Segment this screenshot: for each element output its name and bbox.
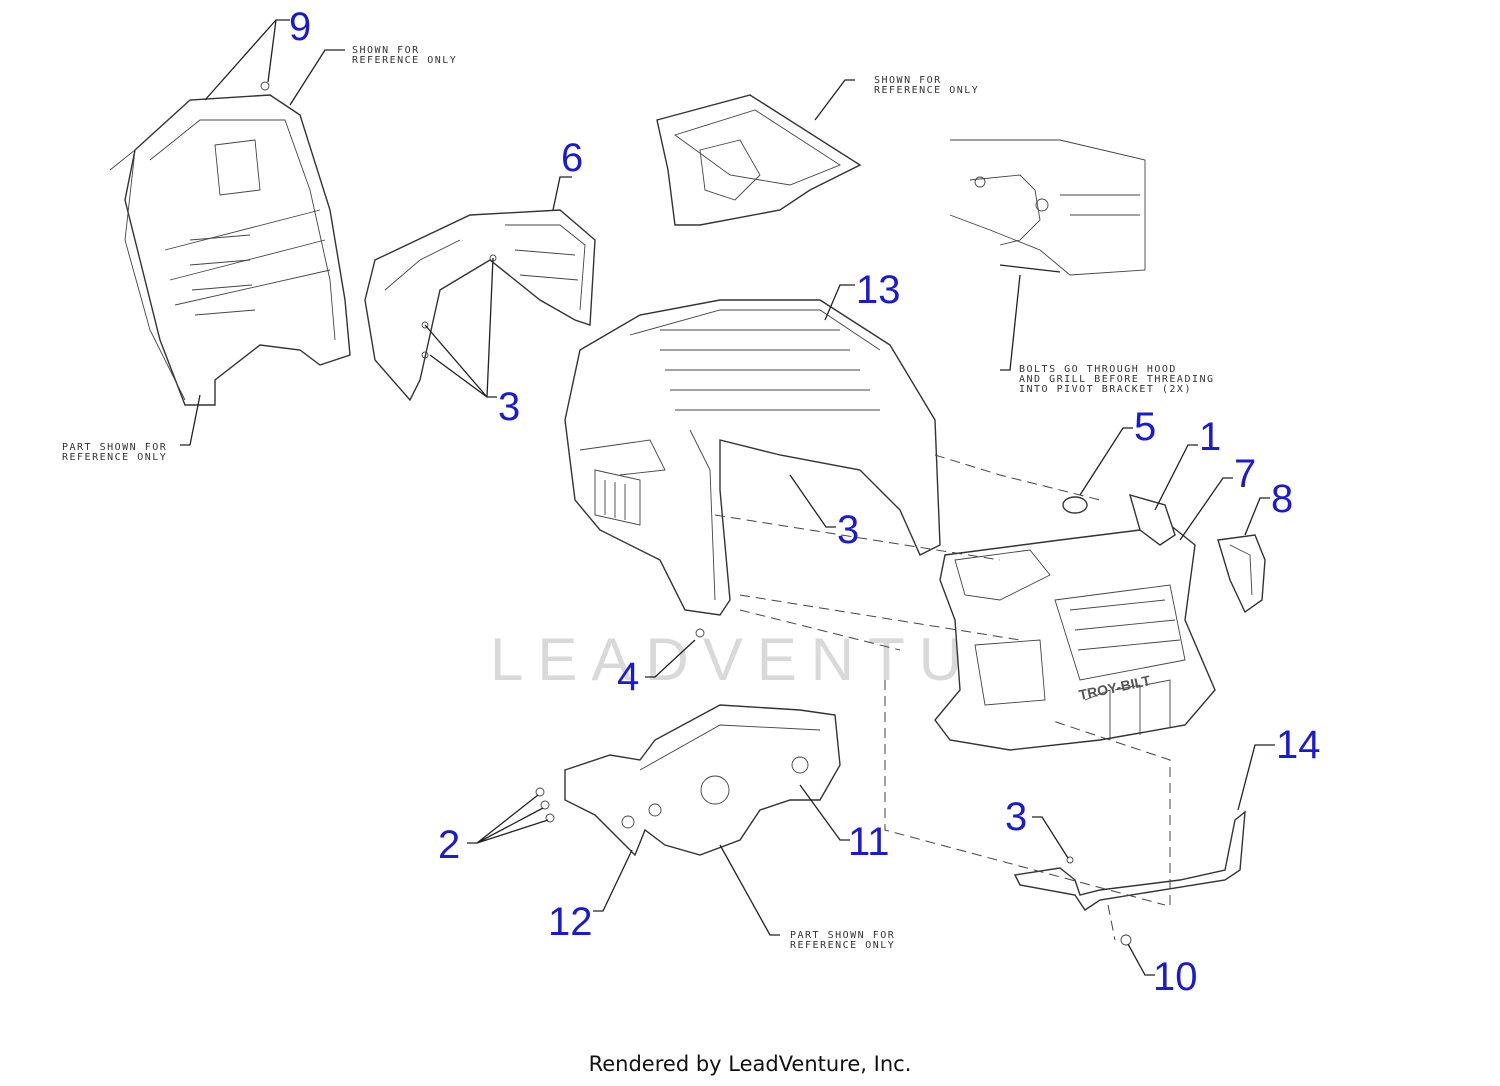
- note-bolts-2: AND GRILL BEFORE THREADING: [1019, 374, 1215, 385]
- note-top-center-1: SHOWN FOR: [874, 75, 942, 86]
- part-5-bumper: [1062, 496, 1088, 514]
- note-bolts-3: INTO PIVOT BRACKET (2X): [1019, 384, 1192, 395]
- part-13-hood: [564, 299, 941, 616]
- pivot-bracket-detail: [949, 139, 1146, 276]
- part-1-grille: TROY-BILT: [934, 493, 1216, 751]
- part-12-pivot-bracket: [564, 704, 841, 857]
- seat-pan-reference: [656, 94, 862, 226]
- note-left-2: REFERENCE ONLY: [62, 452, 167, 463]
- callout-3-panel: 3: [498, 385, 520, 429]
- callout-7: 7: [1234, 452, 1256, 496]
- hardware: [260, 81, 1132, 946]
- callout-2: 2: [438, 823, 460, 867]
- rear-fender-reference: [109, 94, 351, 406]
- callout-4: 4: [617, 655, 639, 699]
- footer-credit: Rendered by LeadVenture, Inc.: [588, 1052, 912, 1076]
- note-bottom-2: REFERENCE ONLY: [790, 940, 895, 951]
- part-14-support-bracket: [1013, 810, 1246, 911]
- note-bottom-1: PART SHOWN FOR: [790, 930, 895, 941]
- callout-13: 13: [856, 268, 901, 312]
- callout-3-hood: 3: [837, 508, 859, 552]
- callout-10: 10: [1153, 955, 1198, 999]
- callout-1: 1: [1199, 415, 1221, 459]
- callout-11: 11: [848, 820, 890, 864]
- callout-6: 6: [561, 136, 583, 180]
- assembly-lines: [714, 454, 1171, 941]
- callout-14: 14: [1276, 723, 1321, 767]
- note-bolts-1: BOLTS GO THROUGH HOOD: [1019, 364, 1177, 375]
- callout-numbers: 9 6 13 3 3 5 1 7 8 3 4 14 2 11 12 10: [289, 5, 1321, 999]
- note-left-1: PART SHOWN FOR: [62, 442, 167, 453]
- callout-3-bracket: 3: [1005, 795, 1027, 839]
- callout-5: 5: [1134, 405, 1156, 449]
- note-top-center-2: REFERENCE ONLY: [874, 85, 979, 96]
- reference-notes: SHOWN FOR REFERENCE ONLY SHOWN FOR REFER…: [62, 45, 1215, 951]
- parts-diagram: LEADVENTURE: [62, 5, 1321, 999]
- leader-lines: [180, 19, 1275, 976]
- note-top-left-2: REFERENCE ONLY: [352, 55, 457, 66]
- callout-9: 9: [289, 5, 311, 49]
- callout-8: 8: [1271, 477, 1293, 521]
- part-8-insert: [1217, 534, 1266, 614]
- callout-12: 12: [548, 900, 593, 944]
- note-top-left-1: SHOWN FOR: [352, 45, 420, 56]
- part-6-side-panel: [364, 209, 596, 402]
